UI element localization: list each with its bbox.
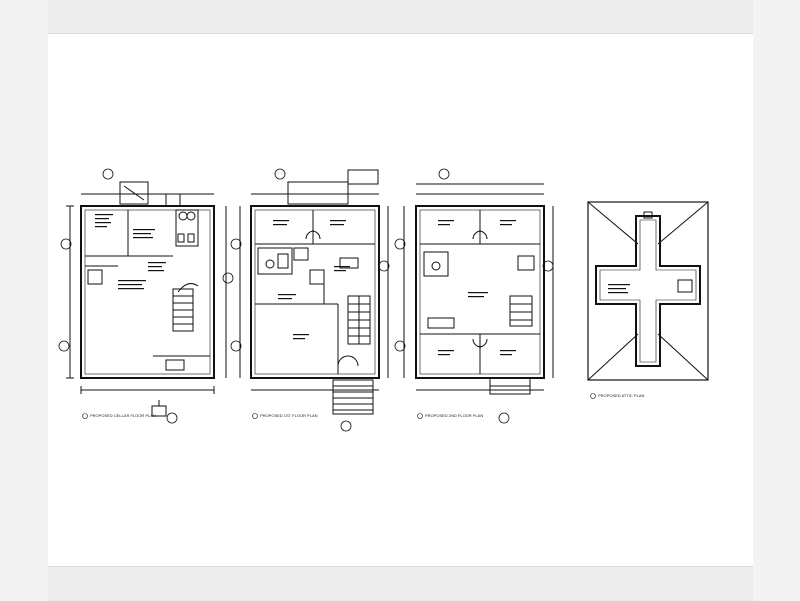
caption-cellar-plan: PROPOSED CELLAR FLOOR PLAN	[90, 413, 156, 418]
top-toolbar-band	[48, 0, 753, 34]
caption-first-floor-plan: PROPOSED 1ST FLOOR PLAN	[260, 413, 318, 418]
first-floor-plan	[239, 169, 389, 415]
caption-second-floor-plan: PROPOSED 2ND FLOOR PLAN	[425, 413, 483, 418]
attic-plan	[587, 201, 709, 381]
grid-markers	[58, 168, 554, 432]
caption-attic-plan: PROPOSED ATTIC PLAN	[598, 393, 644, 398]
bottom-toolbar-band	[48, 566, 753, 601]
floor-plans-drawing: PROPOSED CELLAR FLOOR PLAN PROPOSED 1ST …	[58, 168, 709, 432]
right-margin	[753, 0, 800, 600]
left-margin	[0, 0, 48, 600]
cellar-floor-plan	[66, 181, 227, 417]
drawing-sheet: PROPOSED CELLAR FLOOR PLAN PROPOSED 1ST …	[48, 34, 753, 566]
second-floor-plan	[403, 183, 554, 395]
